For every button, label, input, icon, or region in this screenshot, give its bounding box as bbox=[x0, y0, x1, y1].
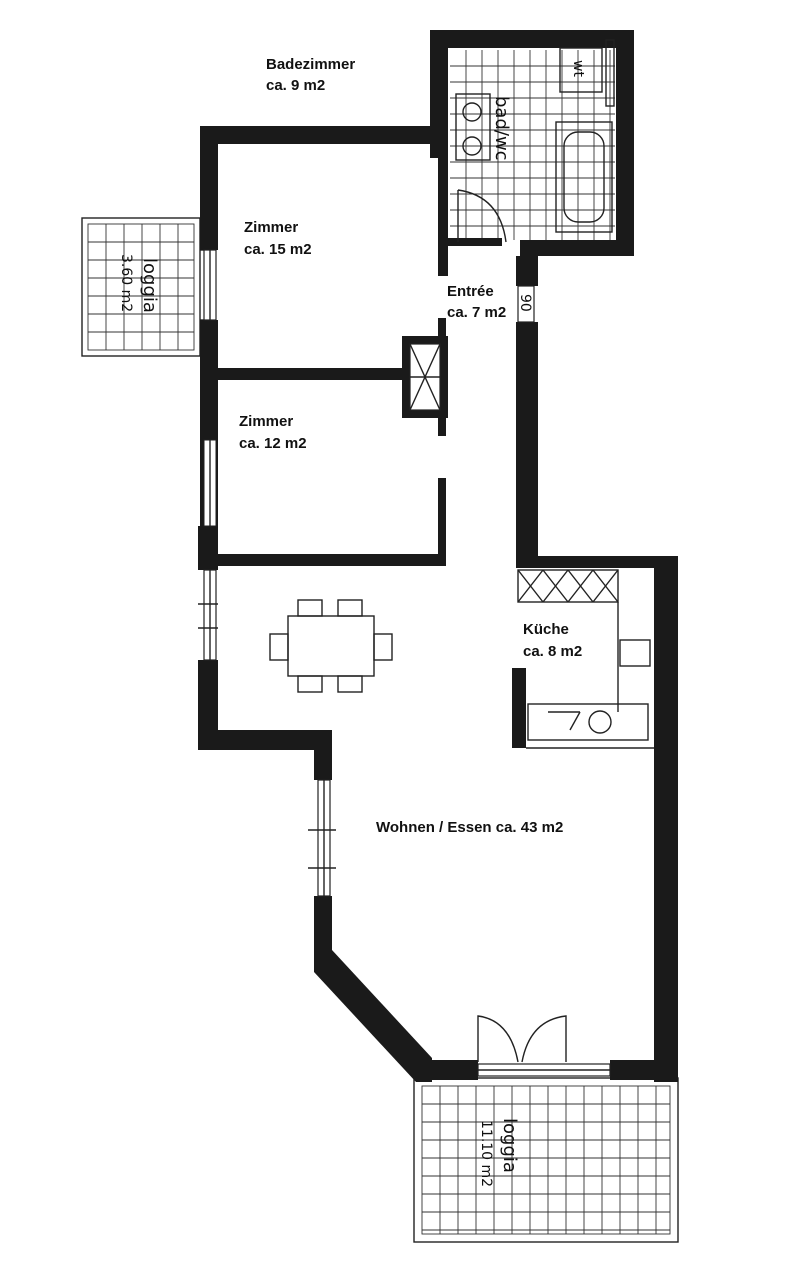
loggia-large-name: loggia bbox=[499, 1118, 520, 1173]
living-name: Wohnen / Essen ca. 43 m2 bbox=[376, 819, 563, 836]
loggia-large-area: 11.10 m2 bbox=[478, 1120, 494, 1187]
walls bbox=[198, 126, 678, 1082]
room1-area: ca. 15 m2 bbox=[244, 241, 312, 258]
room1-name: Zimmer bbox=[244, 219, 298, 236]
wc-label: wt bbox=[570, 60, 586, 77]
room2-area: ca. 12 m2 bbox=[239, 435, 307, 452]
bathroom-area: ca. 9 m2 bbox=[266, 77, 325, 94]
kitchen-area: ca. 8 m2 bbox=[523, 643, 582, 660]
entry-door-width: 90 bbox=[517, 294, 533, 312]
entry-name: Entrée bbox=[447, 283, 494, 300]
loggia-small-area: 3.60 m2 bbox=[118, 254, 134, 312]
loggia-large bbox=[413, 1077, 679, 1243]
bathroom-fixture-label: bad/wc bbox=[491, 96, 512, 161]
bathroom bbox=[430, 30, 634, 256]
windows bbox=[198, 249, 611, 1077]
bathroom-name: Badezimmer bbox=[266, 56, 355, 73]
room2-name: Zimmer bbox=[239, 413, 293, 430]
doors bbox=[477, 285, 567, 1063]
dining-table bbox=[269, 599, 393, 693]
entry-area: ca. 7 m2 bbox=[447, 304, 506, 321]
loggia-small-name: loggia bbox=[139, 258, 160, 313]
kitchen-fixtures bbox=[517, 569, 654, 749]
kitchen-name: Küche bbox=[523, 621, 569, 638]
